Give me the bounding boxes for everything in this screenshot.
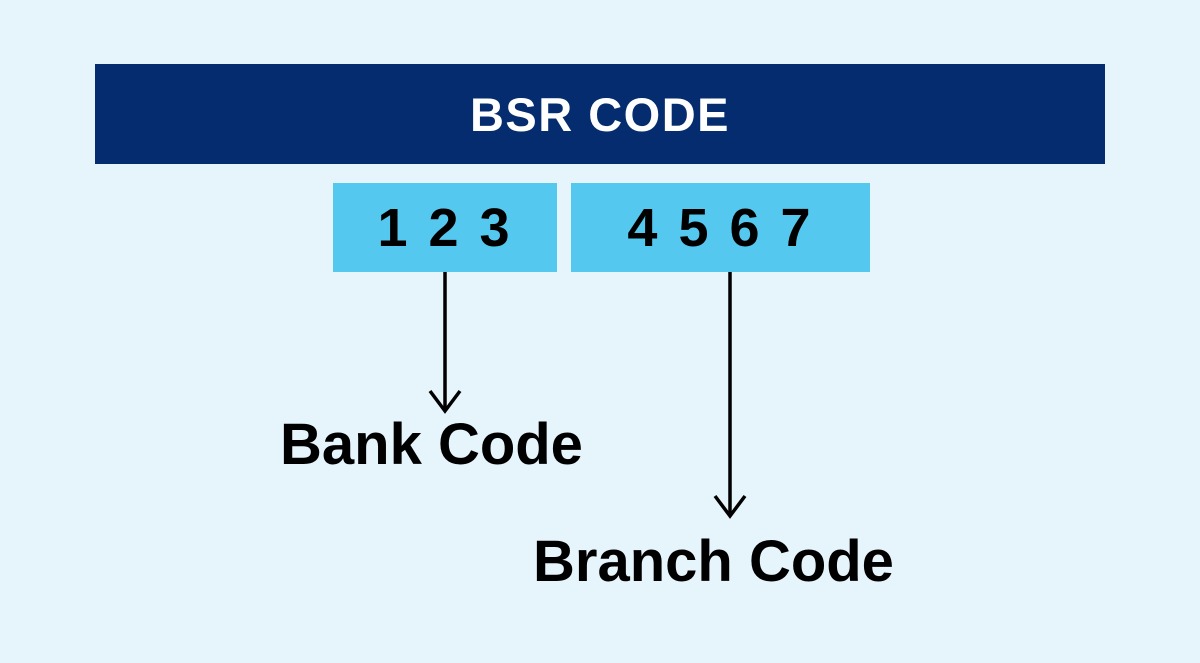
header-banner: BSR CODE: [95, 64, 1105, 164]
caption-branch-code: Branch Code: [533, 529, 894, 594]
caption-bank-code: Bank Code: [280, 412, 583, 477]
arrow-branch-code-head: [713, 494, 747, 519]
arrow-branch-code: [713, 272, 747, 519]
segment-box-bank-code: 1 2 3: [333, 183, 557, 272]
arrow-bank-code-head: [428, 389, 462, 414]
page-title: BSR CODE: [469, 87, 731, 141]
arrow-bank-code: [428, 272, 462, 414]
segment-digits-bank-code: 1 2 3: [377, 197, 513, 258]
segment-box-branch-code: 4 5 6 7: [571, 183, 870, 272]
segment-digits-branch-code: 4 5 6 7: [627, 197, 814, 258]
